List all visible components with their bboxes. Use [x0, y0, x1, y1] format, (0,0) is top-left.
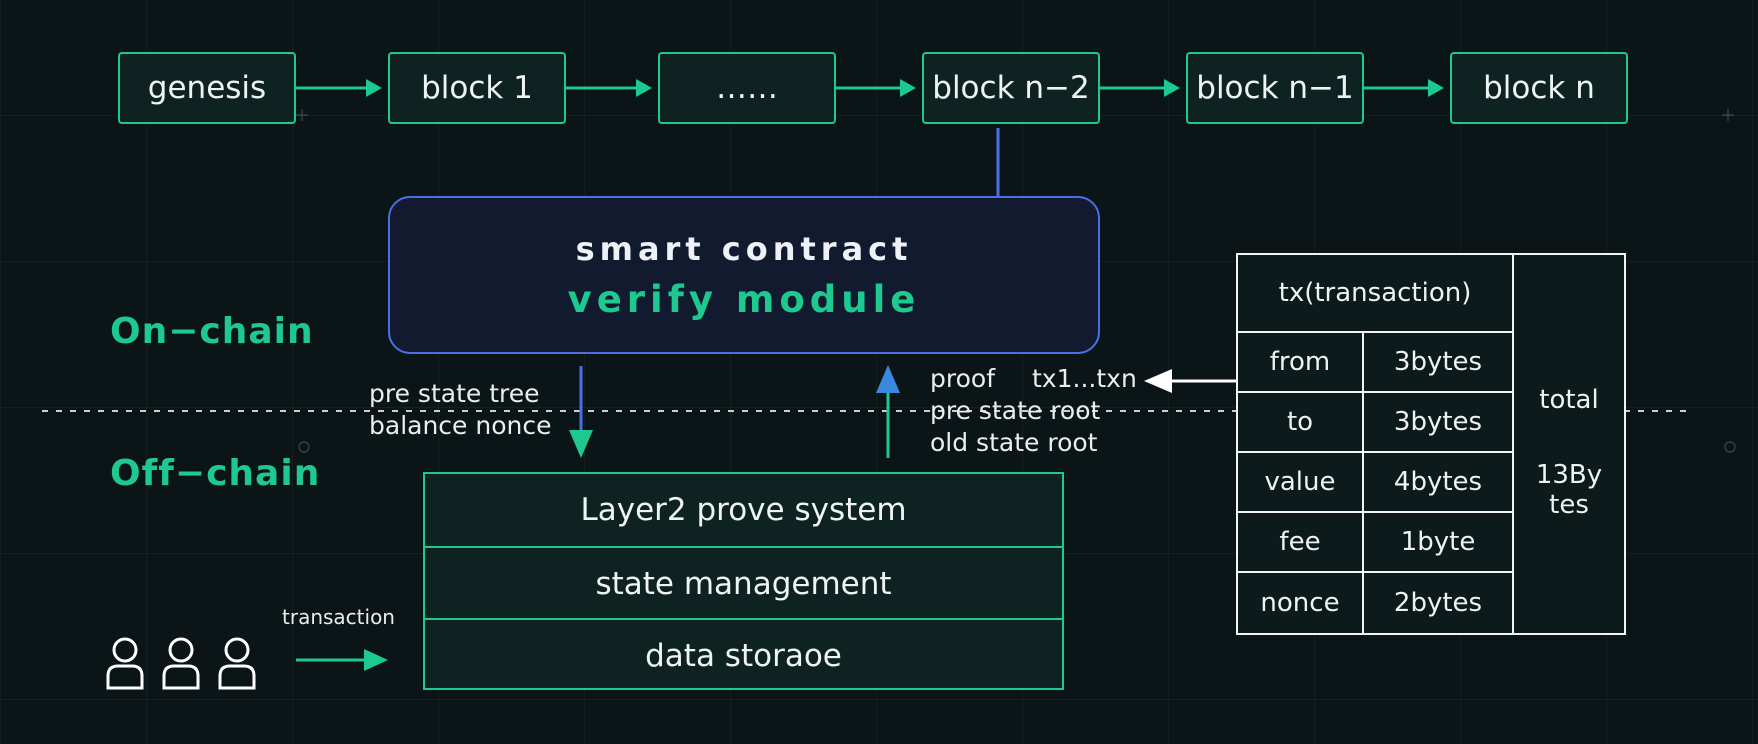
tx-field-nonce: nonce — [1260, 588, 1340, 618]
block-1: block 1 — [388, 52, 566, 124]
up-label-proof: proof — [930, 364, 995, 393]
tx-table-divider — [1512, 255, 1514, 633]
up-label-txs: tx1...txn — [1032, 364, 1137, 393]
tx-field-from: from — [1269, 347, 1331, 377]
block-ellipsis: …… — [658, 52, 836, 124]
user-icon — [106, 637, 144, 690]
tx-size-nonce: 2bytes — [1393, 588, 1483, 618]
up-label-line3: old state root — [930, 428, 1098, 457]
off-chain-label: Off−chain — [110, 453, 321, 494]
down-label-line2: balance nonce — [369, 411, 552, 440]
system-row-storage: data storaoe — [425, 618, 1062, 692]
layer2-system: Layer2 prove system state management dat… — [423, 472, 1064, 690]
tx-total-label: total — [1539, 385, 1599, 415]
system-row-prove: Layer2 prove system — [580, 492, 907, 528]
tx-size-from: 3bytes — [1393, 347, 1483, 377]
tx-table-divider — [1238, 571, 1512, 573]
contract-title: smart contract — [575, 229, 913, 268]
tx-size-value: 4bytes — [1393, 467, 1483, 497]
block-n-minus-1: block n−1 — [1186, 52, 1364, 124]
tx-table-header: tx(transaction) — [1278, 278, 1472, 308]
tx-total-value-line2: tes — [1549, 490, 1589, 520]
transaction-label: transaction — [282, 605, 395, 629]
tx-table-divider — [1362, 331, 1364, 633]
tx-table-divider — [1238, 391, 1512, 393]
down-label-line1: pre state tree — [369, 379, 540, 408]
tx-field-to: to — [1286, 407, 1314, 437]
block-genesis: genesis — [118, 52, 296, 124]
verify-module-box: smart contract verify module — [388, 196, 1100, 354]
block-n-minus-2: block n−2 — [922, 52, 1100, 124]
tx-field-value: value — [1264, 467, 1336, 497]
user-icon — [218, 637, 256, 690]
tx-total-value-line1: 13By — [1535, 460, 1603, 490]
tx-table-divider — [1238, 331, 1512, 333]
tx-table-divider — [1238, 451, 1512, 453]
tx-size-to: 3bytes — [1393, 407, 1483, 437]
tx-field-fee: fee — [1279, 527, 1321, 557]
tx-table-divider — [1238, 511, 1512, 513]
system-row-state: state management — [425, 546, 1062, 620]
tx-size-fee: 1byte — [1400, 527, 1476, 557]
user-icon — [162, 637, 200, 690]
block-arrows — [296, 79, 1444, 97]
block-n: block n — [1450, 52, 1628, 124]
contract-subtitle: verify module — [567, 277, 921, 321]
up-label-line2: pre state root — [930, 396, 1101, 425]
on-chain-label: On−chain — [110, 311, 314, 352]
tx-table: tx(transaction) from 3bytes to 3bytes va… — [1236, 253, 1626, 635]
tx-total-value: 13By tes — [1514, 455, 1624, 525]
